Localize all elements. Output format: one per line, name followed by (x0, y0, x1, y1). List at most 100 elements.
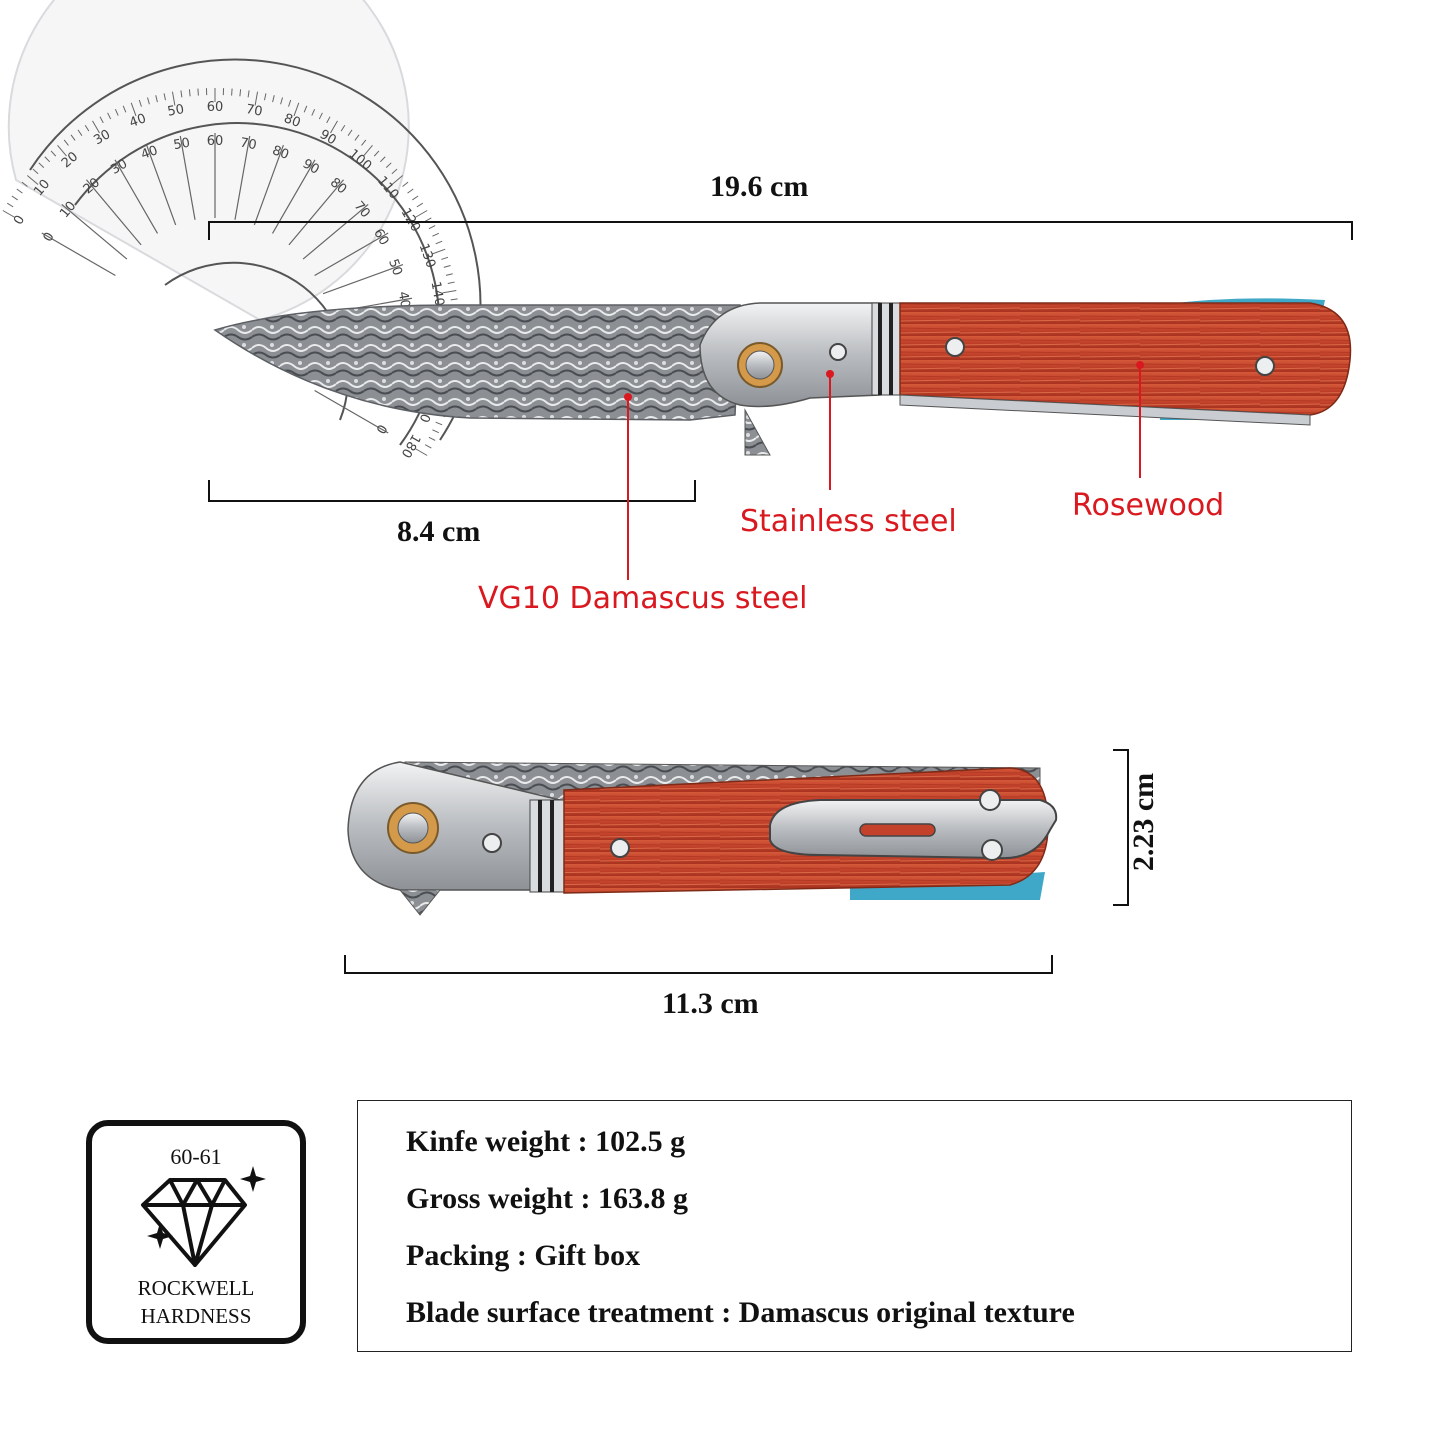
protractor-tick (63, 139, 69, 146)
protractor-tick (340, 124, 346, 132)
protractor-tick (263, 93, 267, 101)
blade-material-label: VG10 Damascus steel (478, 581, 808, 616)
protractor-tick (402, 181, 409, 187)
protractor-tick (416, 202, 424, 208)
protractor-inner-label: 50 (385, 257, 405, 278)
protractor-tick (146, 97, 150, 105)
protractor-inner-label: 90 (300, 157, 322, 178)
protractor-outer-label: 130 (416, 242, 439, 270)
closed-knife (347, 761, 1058, 916)
protractor-tick (442, 289, 457, 294)
protractor-tick (99, 116, 104, 124)
protractor-tick (326, 116, 331, 124)
leader-lines (627, 365, 1141, 580)
spec-gross-weight: Gross weight : 163.8 g (406, 1182, 688, 1215)
hardness-line-2: HARDNESS (140, 1304, 252, 1328)
protractor-tick (391, 168, 398, 175)
protractor-tick (92, 120, 100, 134)
leader-dots (624, 361, 1144, 401)
protractor-tick (363, 144, 373, 157)
protractor-tick (32, 168, 39, 175)
protractor-tick (391, 175, 404, 185)
closed-length-dimension-line (344, 955, 1053, 974)
protractor-tick (288, 99, 292, 107)
protractor-tick (303, 105, 308, 113)
open-knife (213, 298, 1352, 456)
protractor-tick (435, 421, 443, 426)
protractor-tick (445, 273, 453, 276)
protractor-tick (354, 134, 360, 141)
protractor-tick (330, 120, 338, 134)
protractor-outer-label: 0 (11, 213, 28, 228)
protractor-tick (424, 217, 432, 222)
protractor-outer-label: 120 (398, 206, 423, 235)
protractor-tick (70, 134, 76, 141)
protractor-outer-label: 180 (398, 431, 423, 460)
protractor-tick (38, 162, 45, 169)
protractor-ray (302, 203, 369, 260)
protractor-tick (77, 129, 83, 136)
overall-length-dimension-line (208, 221, 1353, 240)
protractor-tick (373, 150, 380, 157)
protractor-tick (379, 156, 386, 163)
protractor-outer-label: 40 (128, 111, 149, 131)
protractor-inner-label: 80 (270, 143, 291, 163)
protractor-tick (385, 162, 392, 169)
closed-length-label: 11.3 cm (662, 987, 759, 1020)
protractor-ray (253, 144, 284, 226)
protractor-tick (2, 210, 16, 218)
protractor-inner-label: 50 (172, 136, 191, 154)
protractor-outer-label: 70 (245, 102, 264, 120)
protractor-tick (318, 112, 323, 120)
protractor-tick (122, 105, 127, 113)
protractor-ray (314, 232, 389, 277)
protractor-tick (431, 248, 446, 255)
protractor-ray (314, 389, 389, 434)
thickness-dimension-line (1113, 749, 1129, 906)
protractor-tick (171, 91, 176, 106)
protractor-tick (407, 188, 414, 194)
protractor-inner-label: 30 (108, 157, 130, 178)
overall-length-label: 19.6 cm (710, 170, 809, 203)
protractor-tick (280, 97, 284, 105)
protractor-tick (180, 90, 183, 98)
spec-packing: Packing : Gift box (406, 1239, 641, 1272)
hardness-badge: 60-61 ROCKWELL HARDNESS (86, 1120, 306, 1344)
protractor-tick (239, 89, 242, 97)
protractor-ray (114, 159, 159, 234)
hardness-value: 60-61 (170, 1144, 222, 1169)
protractor-outer-label: 50 (166, 102, 185, 120)
protractor-tick (16, 188, 23, 194)
blade-length-dimension-line (208, 480, 696, 502)
protractor-ray (146, 144, 177, 226)
protractor-outer-label: 90 (317, 127, 339, 148)
protractor-tick (443, 264, 451, 268)
protractor-outer-label: 30 (91, 127, 113, 148)
protractor-inner-label: 60 (370, 226, 391, 248)
protractor-tick (432, 232, 440, 237)
protractor-tick (447, 281, 455, 285)
protractor-inner-label: 40 (139, 143, 160, 163)
blade-length-label: 8.4 cm (397, 515, 481, 548)
spec-box: Kinfe weight : 102.5 g Gross weight : 16… (357, 1100, 1352, 1352)
protractor-tick (361, 139, 367, 146)
protractor-tick (272, 95, 275, 103)
protractor-tick (155, 95, 158, 103)
protractor-tick (44, 156, 51, 163)
protractor-tick (428, 436, 436, 441)
protractor-inner-label: 0 (41, 230, 58, 245)
protractor-tick (163, 93, 167, 101)
protractor-tick (450, 298, 458, 301)
protractor-ray (288, 179, 345, 246)
protractor-tick (441, 256, 449, 260)
protractor-tick (435, 240, 443, 245)
bolster (699, 302, 881, 408)
protractor-tick (414, 448, 428, 456)
protractor-tick (107, 112, 112, 120)
bolster-material-label: Stainless steel (740, 504, 957, 539)
protractor-tick (138, 99, 142, 107)
protractor-ray (41, 232, 116, 277)
protractor-outer-label: 140 (428, 280, 447, 307)
protractor-tick (84, 124, 90, 132)
